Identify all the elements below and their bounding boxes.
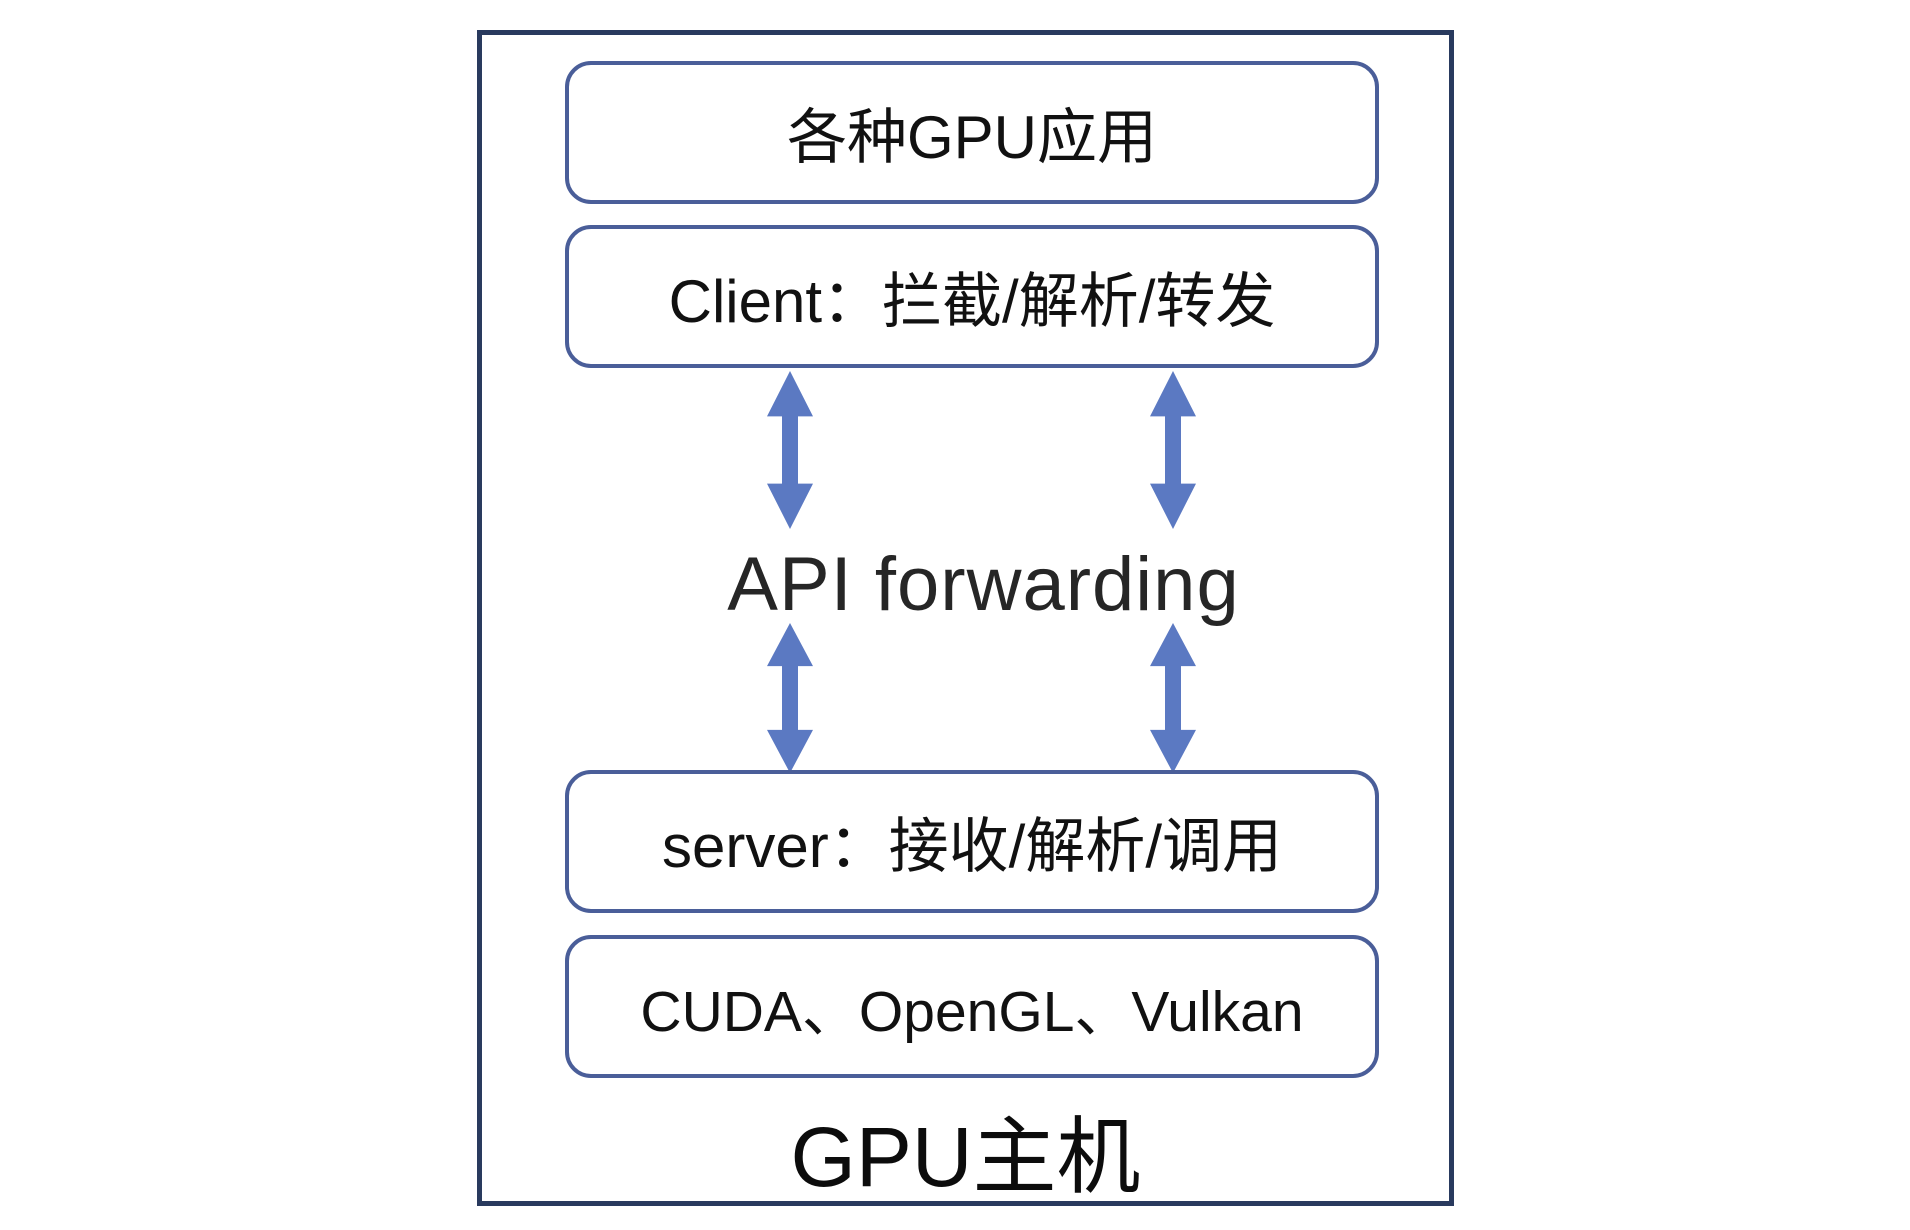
gpu-libs-label: CUDA、OpenGL、Vulkan	[640, 979, 1304, 1044]
double-arrow-svg	[767, 371, 813, 529]
gpu-host-label: GPU主机	[790, 1110, 1141, 1204]
client-box: Client：拦截/解析/转发	[565, 225, 1379, 368]
double-arrow-shape	[767, 623, 813, 773]
api-forwarding-label: API forwarding	[727, 542, 1240, 627]
client-label: Client：拦截/解析/转发	[668, 268, 1276, 335]
double-arrow-bottom-right-icon	[1150, 623, 1196, 773]
double-arrow-top-left-icon	[767, 371, 813, 529]
gpu-apps-box: 各种GPU应用	[565, 61, 1379, 204]
server-label: server：接收/解析/调用	[661, 813, 1283, 880]
server-box: server：接收/解析/调用	[565, 770, 1379, 913]
double-arrow-bottom-left-icon	[767, 623, 813, 773]
double-arrow-shape	[767, 371, 813, 529]
gpu-libs-box: CUDA、OpenGL、Vulkan	[565, 935, 1379, 1078]
double-arrow-top-right-icon	[1150, 371, 1196, 529]
double-arrow-shape	[1150, 371, 1196, 529]
double-arrow-shape	[1150, 623, 1196, 773]
double-arrow-svg	[1150, 371, 1196, 529]
gpu-host-box: 各种GPU应用 Client：拦截/解析/转发 API forwarding	[477, 30, 1454, 1206]
gpu-apps-label: 各种GPU应用	[786, 104, 1158, 171]
double-arrow-svg	[1150, 623, 1196, 773]
double-arrow-svg	[767, 623, 813, 773]
